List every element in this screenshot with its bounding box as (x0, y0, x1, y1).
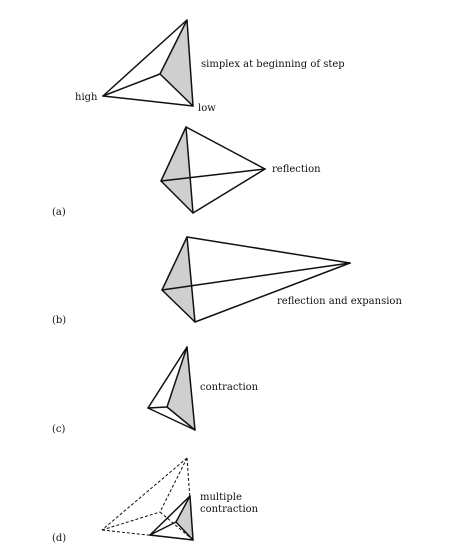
edge (102, 19, 188, 97)
shaded-face (175, 495, 194, 541)
edge (147, 407, 196, 431)
edge (147, 406, 168, 409)
simplex-reflection: reflection (a) (52, 126, 321, 218)
shaded-face (159, 19, 194, 107)
edge (149, 521, 177, 536)
panel-label-c: (c) (52, 424, 66, 435)
label-reflection: reflection (272, 164, 321, 175)
simplex-contraction: contraction (c) (52, 346, 259, 435)
label-high: high (75, 92, 98, 103)
panel-label-b: (b) (52, 315, 66, 326)
simplex-original: simplex at beginning of step high low (75, 19, 345, 114)
dashed-edge (159, 511, 194, 541)
label-contraction: contraction (200, 382, 259, 393)
edge (102, 73, 161, 97)
edge (194, 262, 351, 323)
label-simplex-start: simplex at beginning of step (201, 59, 345, 70)
edge (149, 534, 194, 541)
edge (149, 495, 191, 536)
simplex-expansion: reflection and expansion (b) (52, 236, 402, 326)
edge (161, 262, 351, 291)
label-multiple: multiple (200, 492, 242, 503)
edge (147, 346, 188, 409)
label-reflection-expansion: reflection and expansion (277, 296, 402, 307)
dashed-edge (159, 457, 188, 513)
edge (102, 95, 194, 107)
shaded-face (166, 346, 196, 431)
dashed-edge (101, 511, 161, 531)
edge (160, 168, 266, 182)
edge (192, 168, 266, 214)
shaded-face (160, 126, 194, 214)
label-low: low (198, 103, 216, 114)
simplex-multiple-contraction: multiple contraction (d) (52, 457, 259, 544)
shaded-face (161, 236, 196, 323)
edge (185, 126, 266, 170)
edge (186, 236, 351, 264)
panel-label-d: (d) (52, 533, 66, 544)
dashed-edge (101, 457, 188, 531)
panel-label-a: (a) (52, 207, 66, 218)
label-multiple-contraction: contraction (200, 504, 259, 515)
